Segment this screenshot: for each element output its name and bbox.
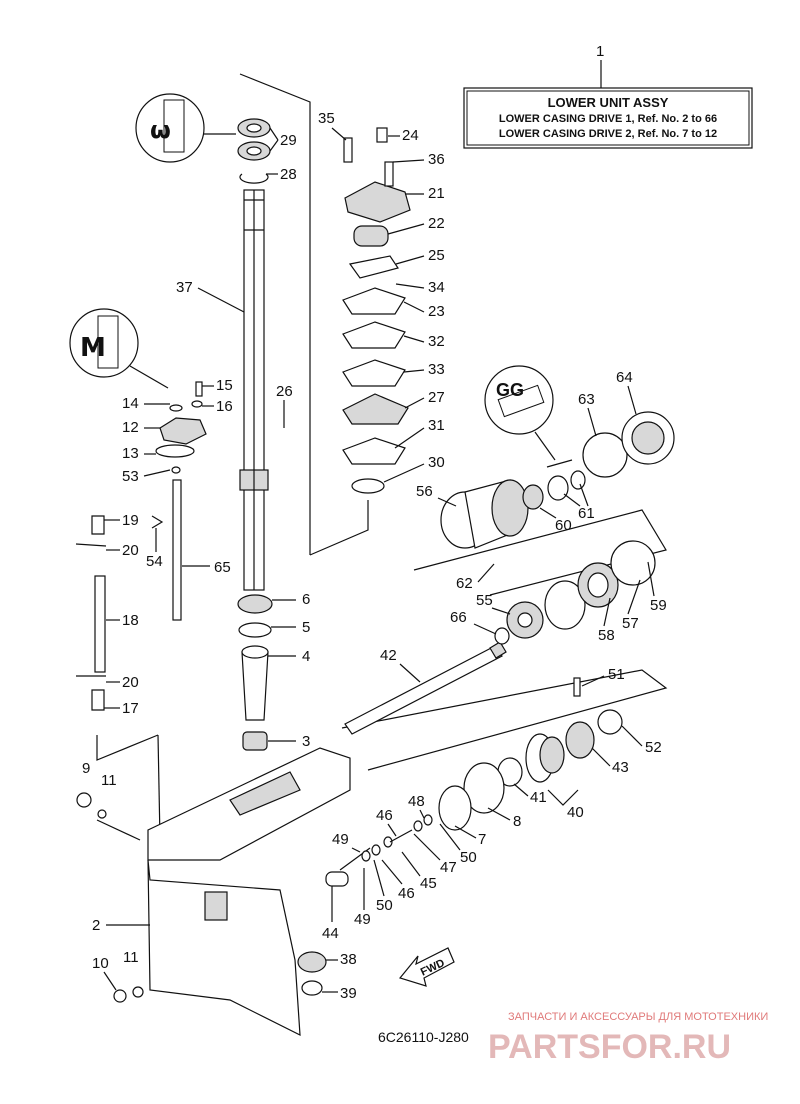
part-label: 8 [513,813,521,830]
part-label: 50 [460,849,477,866]
part-label: 47 [440,859,457,876]
part-label: 62 [456,575,473,592]
svg-text:ω: ω [150,116,171,144]
part-label: 45 [420,875,437,892]
shift-linkage [75,381,207,711]
part-label: 11 [123,949,139,966]
part-label: 3 [302,733,310,750]
part-label: 40 [567,804,584,821]
part-label: 49 [332,831,349,848]
part-label: 58 [598,627,615,644]
part-label: 5 [302,619,310,636]
part-label: 65 [214,559,231,576]
part-label: 13 [122,445,139,462]
part-label: 15 [216,377,233,394]
part-label: 20 [122,542,139,559]
part-label: 63 [578,391,595,408]
part-label: 42 [380,647,397,664]
part-label: 64 [616,369,633,386]
part-labels: 2 3 4 5 6 7 8 9 10 11 11 12 13 14 15 16 … [82,110,667,1002]
assy-line-1: LOWER CASING DRIVE 1, Ref. No. 2 to 66 [499,113,717,125]
assy-line-2: LOWER CASING DRIVE 2, Ref. No. 7 to 12 [499,128,717,140]
part-label: 31 [428,417,445,434]
part-label: 9 [82,760,90,777]
part-label: 61 [578,505,595,522]
propeller-shaft [344,627,510,735]
part-label: 48 [408,793,425,810]
part-label: 44 [322,925,339,942]
part-label: 35 [318,110,335,127]
part-label: 46 [398,885,415,902]
pinion-group [76,792,433,1003]
part-label: 14 [122,395,139,412]
svg-text:M: M [80,333,106,363]
part-label: 29 [280,132,297,149]
part-label: 66 [450,609,467,626]
diagram-code: 6C26110-J280 [378,1029,469,1045]
part-label: 26 [276,383,293,400]
part-label: 17 [122,700,139,717]
part-label: 6 [302,591,310,608]
part-label: 30 [428,454,445,471]
part-label: 50 [376,897,393,914]
part-label: 4 [302,648,310,665]
forward-gear-group [438,677,623,831]
bearing-set-29 [237,118,271,184]
part-label: 36 [428,151,445,168]
part-label: 56 [416,483,433,500]
drive-shaft [239,189,269,591]
part-label: 51 [608,666,625,683]
part-label: 25 [428,247,445,264]
part-label: 24 [402,127,419,144]
part-label: 57 [622,615,639,632]
part-label: 46 [376,807,393,824]
title-box: 1 LOWER UNIT ASSY LOWER CASING DRIVE 1, … [463,43,753,149]
part-label: 2 [92,917,100,934]
part-label: 28 [280,166,297,183]
part-label: 22 [428,215,445,232]
part-label: 60 [555,517,572,534]
watermark-brand: PARTSFOR.RU [488,1028,731,1066]
part-label: 39 [340,985,357,1002]
part-label: 43 [612,759,629,776]
part-label: 53 [122,468,139,485]
part-label: 34 [428,279,445,296]
gear-assemblies [440,411,675,639]
part-label: 49 [354,911,371,928]
part-label: 19 [122,512,139,529]
part-label: 41 [530,789,547,806]
part-label: 21 [428,185,445,202]
part-label: 38 [340,951,357,968]
part-label: 7 [478,831,486,848]
fwd-arrow: FWD [398,947,455,987]
part-label: 37 [176,279,193,296]
part-label: 55 [476,592,493,609]
lubricant-callout-mid: M [69,308,169,389]
part-label: 52 [645,739,662,756]
lower-casing [147,747,351,1037]
part-label: 59 [650,597,667,614]
part-label: 20 [122,674,139,691]
part-label: 16 [216,398,233,415]
watermark: ЗАПЧАСТИ И АКСЕССУАРЫ ДЛЯ МОТОТЕХНИКИ PA… [488,1011,768,1066]
lubricant-callout-top: ω [135,93,236,163]
lubricant-callout-right: GG [484,365,556,461]
part-label: 10 [92,955,109,972]
part-label: 11 [101,772,117,789]
svg-text:GG: GG [496,380,524,400]
bracket-lines [96,73,668,841]
part-label: 54 [146,553,163,570]
water-pump-stack [342,127,411,494]
part-label: 18 [122,612,139,629]
shaft-lower-components [237,594,273,751]
part-label: 27 [428,389,445,406]
part-label: 12 [122,419,139,436]
part-label: 32 [428,333,445,350]
part-label: 33 [428,361,445,378]
assy-title: LOWER UNIT ASSY [548,95,669,110]
part-label: 23 [428,303,445,320]
watermark-tagline: ЗАПЧАСТИ И АКСЕССУАРЫ ДЛЯ МОТОТЕХНИКИ [508,1011,768,1023]
ref-label: 1 [596,43,604,60]
